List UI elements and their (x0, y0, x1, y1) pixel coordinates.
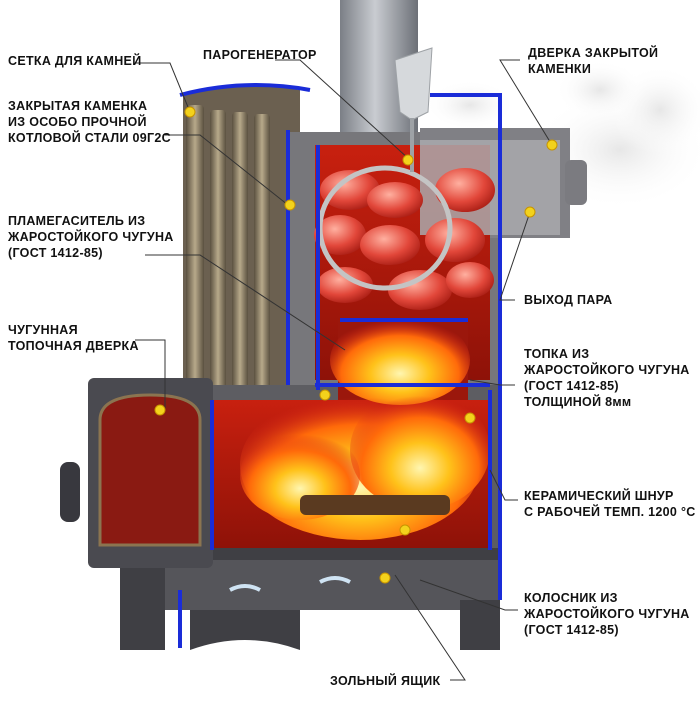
grate (160, 548, 500, 610)
label-stone-mesh: СЕТКА ДЛЯ КАМНЕЙ (8, 54, 142, 68)
label-steam-generator: ПАРОГЕНЕРАТОР (203, 48, 317, 62)
label-flame-damper: ПЛАМЕГАСИТЕЛЬ ИЗ ЖАРОСТОЙКОГО ЧУГУНА (ГО… (8, 214, 174, 260)
label-grate: КОЛОСНИК ИЗ ЖАРОСТОЙКОГО ЧУГУНА (ГОСТ 14… (524, 591, 690, 637)
leader-lines (135, 59, 553, 681)
yellow-markers (154, 106, 558, 584)
label-steam-outlet: ВЫХОД ПАРА (524, 293, 613, 307)
heater-door (565, 160, 587, 205)
label-ceramic-cord: КЕРАМИЧЕСКИЙ ШНУР С РАБОЧЕЙ ТЕМП. 1200 °… (524, 489, 696, 519)
label-closed-heater: ЗАКРЫТАЯ КАМЕНКА ИЗ ОСОБО ПРОЧНОЙ КОТЛОВ… (8, 99, 172, 145)
label-cast-door: ЧУГУННАЯ ТОПОЧНАЯ ДВЕРКА (8, 323, 139, 353)
stone-mesh (179, 83, 502, 395)
label-heater-door: ДВЕРКА ЗАКРЫТОЙ КАМЕНКИ (528, 46, 659, 76)
flames (240, 315, 490, 540)
label-ash-box: ЗОЛЬНЫЙ ЯЩИК (330, 674, 441, 688)
label-firebox: ТОПКА ИЗ ЖАРОСТОЙКОГО ЧУГУНА (ГОСТ 1412-… (524, 347, 690, 409)
ceramic-cord-seals (178, 95, 502, 648)
cast-iron-door (60, 378, 213, 568)
stones (314, 168, 495, 310)
